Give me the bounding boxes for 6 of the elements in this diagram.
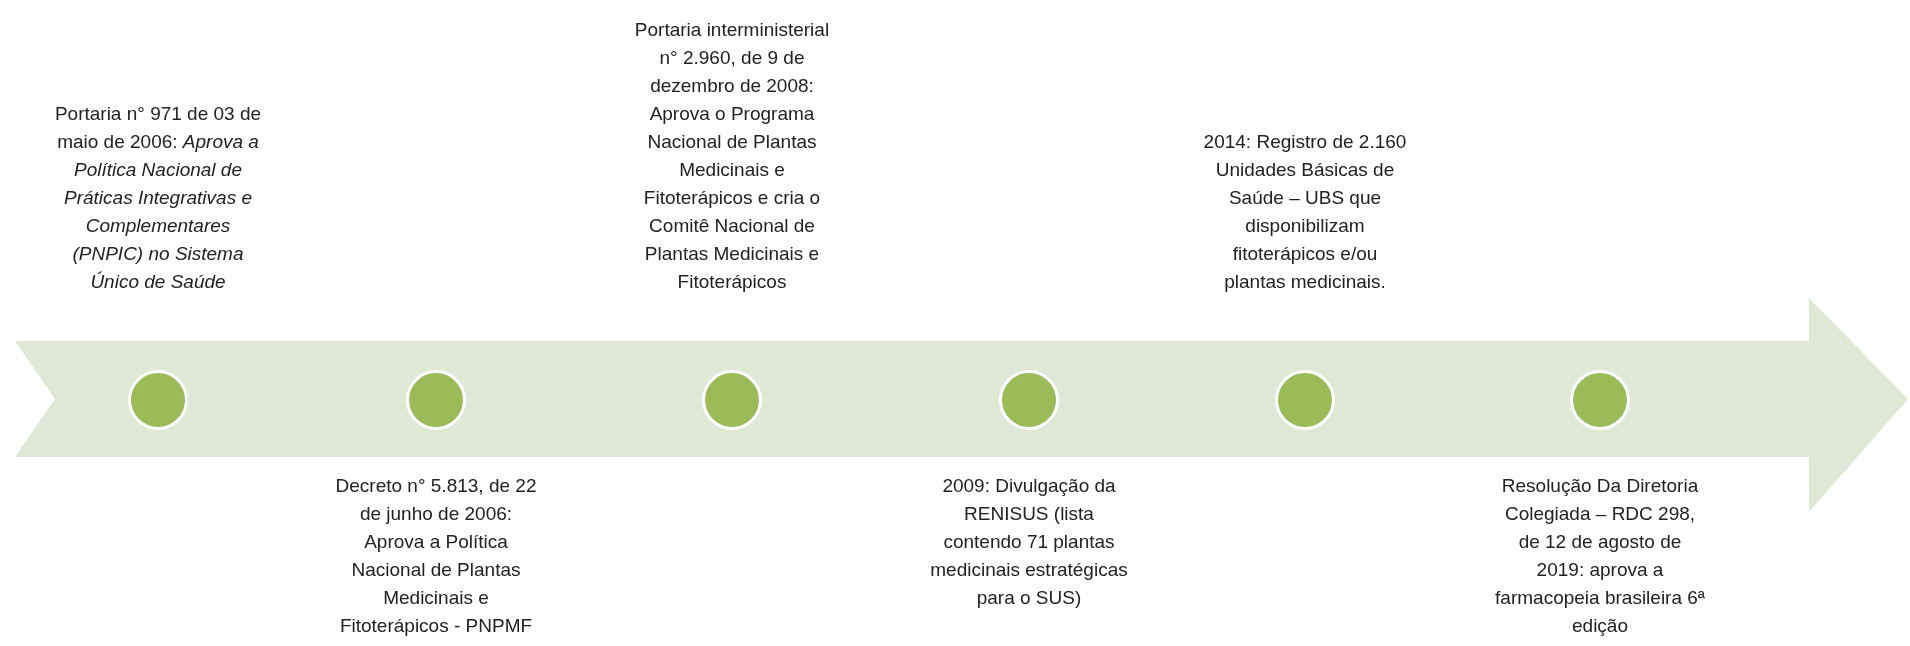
milestone-text: Decreto n° 5.813, de 22 de junho de 2006: Aprova a Política Nacional de Plantas Medicinais e Fitoterápicos - PNPMF bbox=[334, 474, 538, 638]
milestone-text: Portaria interministerial n° 2.960, de 9 de dezembro de 2008: Aprova o Programa Nacional de Plantas Medicinais e Fitoterápicos e cria o Comitê Nacional de Plantas Medicinais e Fitoterápicos bbox=[633, 18, 831, 294]
milestone-text: 2009: Divulgação da RENISUS (lista contendo 71 plantas medicinais estratégicas para o SUS) bbox=[929, 474, 1129, 610]
milestone-text: Portaria n° 971 de 03 de maio de 2006: Aprova a Política Nacional de Práticas Integrativas e Complementares (PNPIC) no Sistema Único de Saúde bbox=[53, 102, 263, 294]
milestone-text: Resolução Da Diretoria Colegiada – RDC 298, de 12 de agosto de 2019: aprova a farmacopeia brasileira 6ª edição bbox=[1495, 474, 1705, 638]
milestone-text: 2014: Registro de 2.160 Unidades Básicas de Saúde – UBS que disponibilizam fitoterápicos e/ou plantas medicinais. bbox=[1202, 130, 1408, 294]
